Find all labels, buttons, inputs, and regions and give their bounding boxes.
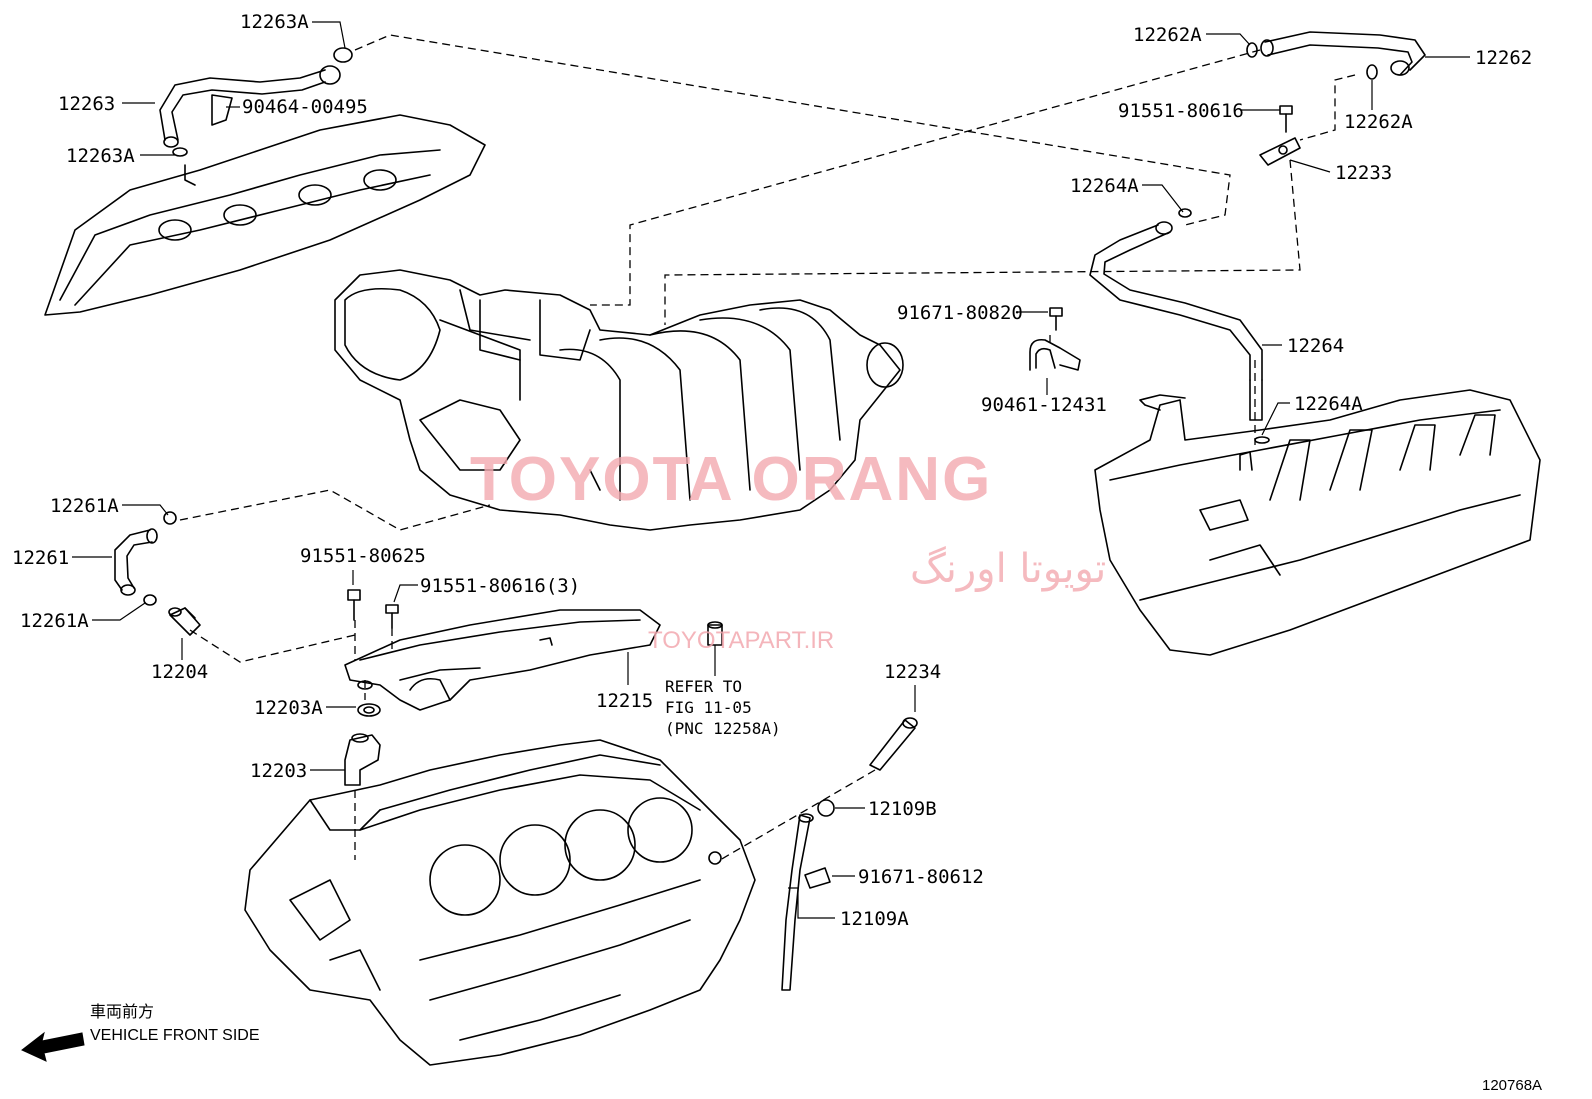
union-12203 — [344, 703, 381, 786]
label-12109A: 12109A — [840, 908, 909, 930]
label-12262: 12262 — [1475, 47, 1532, 69]
hose-12263 — [159, 47, 353, 157]
watermark: TOYOTA ORANG تویوتا اورنگ TOYOTAPART.IR — [470, 445, 1106, 654]
right-valve-cover — [1094, 389, 1541, 656]
label-12261A-bottom: 12261A — [20, 610, 89, 632]
label-91671-80820: 91671-80820 — [897, 302, 1023, 324]
engine-block — [244, 739, 756, 1066]
label-12204: 12204 — [151, 661, 208, 683]
label-12215: 12215 — [596, 690, 653, 712]
oil-separator-12215 — [344, 609, 661, 711]
label-12109B: 12109B — [868, 798, 937, 820]
leader-lines — [72, 21, 1470, 919]
label-12203: 12203 — [250, 760, 307, 782]
label-91551-80616: 91551-80616 — [1118, 100, 1244, 122]
label-91671-80612: 91671-80612 — [858, 866, 984, 888]
label-12262A-left: 12262A — [1133, 24, 1202, 46]
label-12264A-bottom: 12264A — [1294, 393, 1363, 415]
label-12261A-top: 12261A — [50, 495, 119, 517]
dipstick-guide — [781, 717, 918, 991]
watermark-brand: TOYOTA ORANG — [470, 445, 992, 514]
hose-12261 — [114, 511, 177, 606]
label-90461-12431: 90461-12431 — [981, 394, 1107, 416]
watermark-url: TOYOTAPART.IR — [648, 627, 834, 654]
label-91551-80616-3: 91551-80616(3) — [420, 575, 580, 597]
bracket-12233 — [1259, 105, 1301, 166]
label-12203A: 12203A — [254, 697, 323, 719]
plug-12258A — [707, 621, 723, 646]
label-12264A-top: 12264A — [1070, 175, 1139, 197]
label-12262A-right: 12262A — [1344, 111, 1413, 133]
intake-manifold — [334, 269, 904, 531]
direction-english: VEHICLE FRONT SIDE — [90, 1027, 260, 1044]
part-labels: 12263A 12263 90464-00495 12263A 12262A 1… — [12, 11, 1532, 930]
label-12233: 12233 — [1335, 162, 1392, 184]
bolts-91551 — [347, 589, 399, 629]
note-line-3: (PNC 12258A) — [665, 719, 781, 738]
label-12234: 12234 — [884, 661, 941, 683]
label-12261: 12261 — [12, 547, 69, 569]
hose-12262 — [1246, 31, 1426, 80]
note-line-2: FIG 11-05 — [665, 698, 752, 717]
arrow-left-icon — [21, 1031, 85, 1062]
pcv-valve-12204 — [168, 607, 201, 636]
connection-lines — [179, 34, 1356, 861]
label-12263A-top: 12263A — [240, 11, 309, 33]
label-91551-80625: 91551-80625 — [300, 545, 426, 567]
reference-note: REFER TO FIG 11-05 (PNC 12258A) — [665, 677, 781, 738]
vehicle-front-indicator: 車両前方 VEHICLE FRONT SIDE — [21, 1003, 260, 1062]
clamp-90461 — [1029, 307, 1081, 371]
watermark-farsi: تویوتا اورنگ — [910, 546, 1106, 592]
label-12264: 12264 — [1287, 335, 1344, 357]
label-90464-00495: 90464-00495 — [242, 96, 368, 118]
label-12263A-bottom: 12263A — [66, 145, 135, 167]
note-line-1: REFER TO — [665, 677, 742, 696]
figure-id: 120768A — [1482, 1077, 1542, 1094]
label-12263: 12263 — [58, 93, 115, 115]
hose-12264 — [1089, 208, 1270, 444]
direction-japanese: 車両前方 — [90, 1003, 154, 1021]
left-valve-cover — [44, 114, 486, 316]
